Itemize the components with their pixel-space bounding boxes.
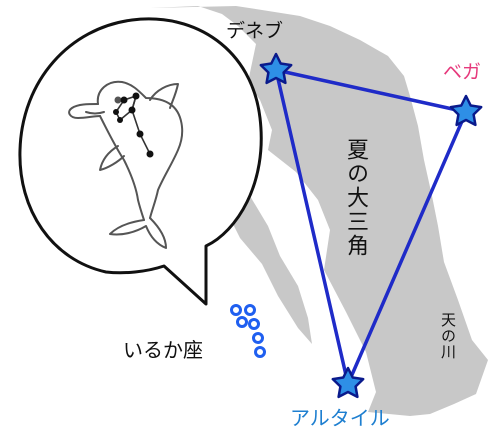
label-milky-way: 天の川 [439,312,457,360]
label-vega: ベガ [443,61,482,83]
altair-star-icon [331,366,365,399]
line-deneb-vega [274,68,468,114]
deneb-star-icon [259,52,293,85]
label-delphinus: いるか座 [123,338,203,362]
speech-bubble [18,17,263,306]
label-deneb: デネブ [226,20,284,42]
label-altair: アルタイル [290,406,390,430]
line-deneb-altair [274,68,350,386]
dolphin-illustration [68,80,184,249]
dolphin-constellation-dots [230,304,266,358]
dolphin-constellation-in-bubble [113,92,154,158]
vega-star-icon [449,94,483,127]
label-summer-triangle: 夏の大三角 [343,138,368,258]
line-vega-altair [346,110,468,386]
triangle-lines [274,68,468,386]
milky-way-band [150,6,488,416]
